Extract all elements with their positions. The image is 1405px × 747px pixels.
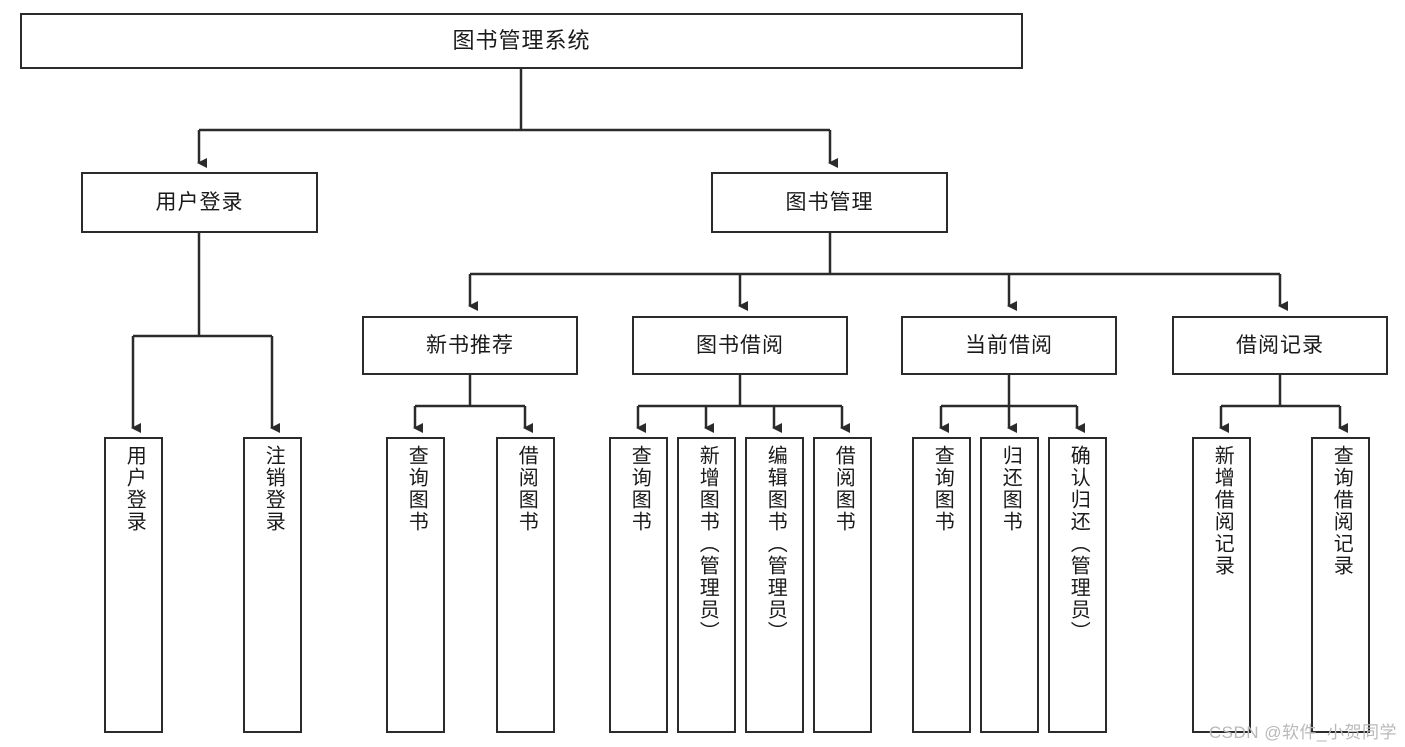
node-book-management[interactable]: 图书管理 xyxy=(711,172,948,233)
leaf-logout[interactable]: 注销登录 xyxy=(243,437,302,733)
node-label: 借阅图书 xyxy=(515,445,538,533)
node-label: 新书推荐 xyxy=(426,333,514,357)
node-current-borrow[interactable]: 当前借阅 xyxy=(901,316,1117,375)
node-label: 查询图书 xyxy=(405,445,428,533)
node-label: 借阅图书 xyxy=(832,445,855,533)
leaf-user-login[interactable]: 用户登录 xyxy=(104,437,163,733)
node-label: 用户登录 xyxy=(155,190,244,214)
node-label: 查询借阅记录 xyxy=(1330,445,1353,577)
node-user-login[interactable]: 用户登录 xyxy=(81,172,318,233)
node-book-borrow[interactable]: 图书借阅 xyxy=(632,316,848,375)
node-label: 新增借阅记录 xyxy=(1211,445,1234,577)
leaf-confirm-return-admin[interactable]: 确认归还（管理员） xyxy=(1048,437,1107,733)
leaf-edit-book-admin[interactable]: 编辑图书（管理员） xyxy=(745,437,804,733)
node-label: 新增图书（管理员） xyxy=(696,445,719,643)
node-label: 查询图书 xyxy=(628,445,651,533)
leaf-query-book-borrow[interactable]: 查询图书 xyxy=(609,437,668,733)
watermark: CSDN @软件_小贺同学 xyxy=(1208,723,1397,742)
leaf-query-borrow-record[interactable]: 查询借阅记录 xyxy=(1311,437,1370,733)
node-label: 用户登录 xyxy=(123,445,146,533)
node-label: 确认归还（管理员） xyxy=(1067,445,1090,643)
node-label: 注销登录 xyxy=(262,445,285,533)
node-label: 归还图书 xyxy=(999,445,1022,533)
node-new-book-recommend[interactable]: 新书推荐 xyxy=(362,316,578,375)
node-label: 图书借阅 xyxy=(696,333,784,357)
leaf-borrow-book[interactable]: 借阅图书 xyxy=(813,437,872,733)
leaf-query-book-current[interactable]: 查询图书 xyxy=(912,437,971,733)
leaf-borrow-book-recommend[interactable]: 借阅图书 xyxy=(496,437,555,733)
node-label: 查询图书 xyxy=(931,445,954,533)
node-label: 当前借阅 xyxy=(965,333,1053,357)
leaf-add-book-admin[interactable]: 新增图书（管理员） xyxy=(677,437,736,733)
node-label: 编辑图书（管理员） xyxy=(764,445,787,643)
leaf-add-borrow-record[interactable]: 新增借阅记录 xyxy=(1192,437,1251,733)
node-label: 图书管理系统 xyxy=(452,27,591,53)
leaf-query-book-recommend[interactable]: 查询图书 xyxy=(386,437,445,733)
node-borrow-record[interactable]: 借阅记录 xyxy=(1172,316,1388,375)
leaf-return-book[interactable]: 归还图书 xyxy=(980,437,1039,733)
node-root-system[interactable]: 图书管理系统 xyxy=(20,13,1023,69)
node-label: 借阅记录 xyxy=(1236,333,1324,357)
node-label: 图书管理 xyxy=(785,190,874,214)
